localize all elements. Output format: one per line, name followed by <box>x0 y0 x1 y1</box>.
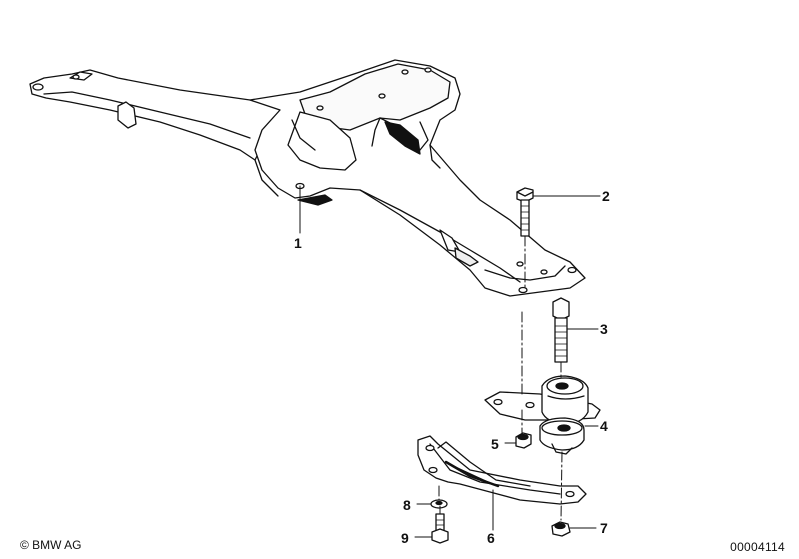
callout-4: 4 <box>600 418 608 434</box>
hex-bolt <box>516 187 534 237</box>
callout-5: 5 <box>491 436 499 452</box>
callout-6: 6 <box>487 530 495 546</box>
callout-7: 7 <box>600 520 608 536</box>
copyright-label: © BMW AG <box>20 538 82 552</box>
washer <box>430 499 448 509</box>
support-bracket <box>417 435 587 505</box>
stud-bolt <box>552 297 570 363</box>
subframe-crossmember <box>29 59 586 297</box>
document-number: 00004114 <box>730 540 785 554</box>
callout-2: 2 <box>602 188 610 204</box>
hex-nut-upper <box>515 432 532 449</box>
callout-1: 1 <box>294 235 302 251</box>
hex-nut-lower <box>551 521 571 537</box>
leader-lines <box>299 185 601 538</box>
screw <box>431 513 449 544</box>
callout-9: 9 <box>401 530 409 546</box>
alignment-lines <box>438 235 563 521</box>
callout-8: 8 <box>403 497 411 513</box>
callout-3: 3 <box>600 321 608 337</box>
rubber-mount-assembly <box>484 375 601 455</box>
